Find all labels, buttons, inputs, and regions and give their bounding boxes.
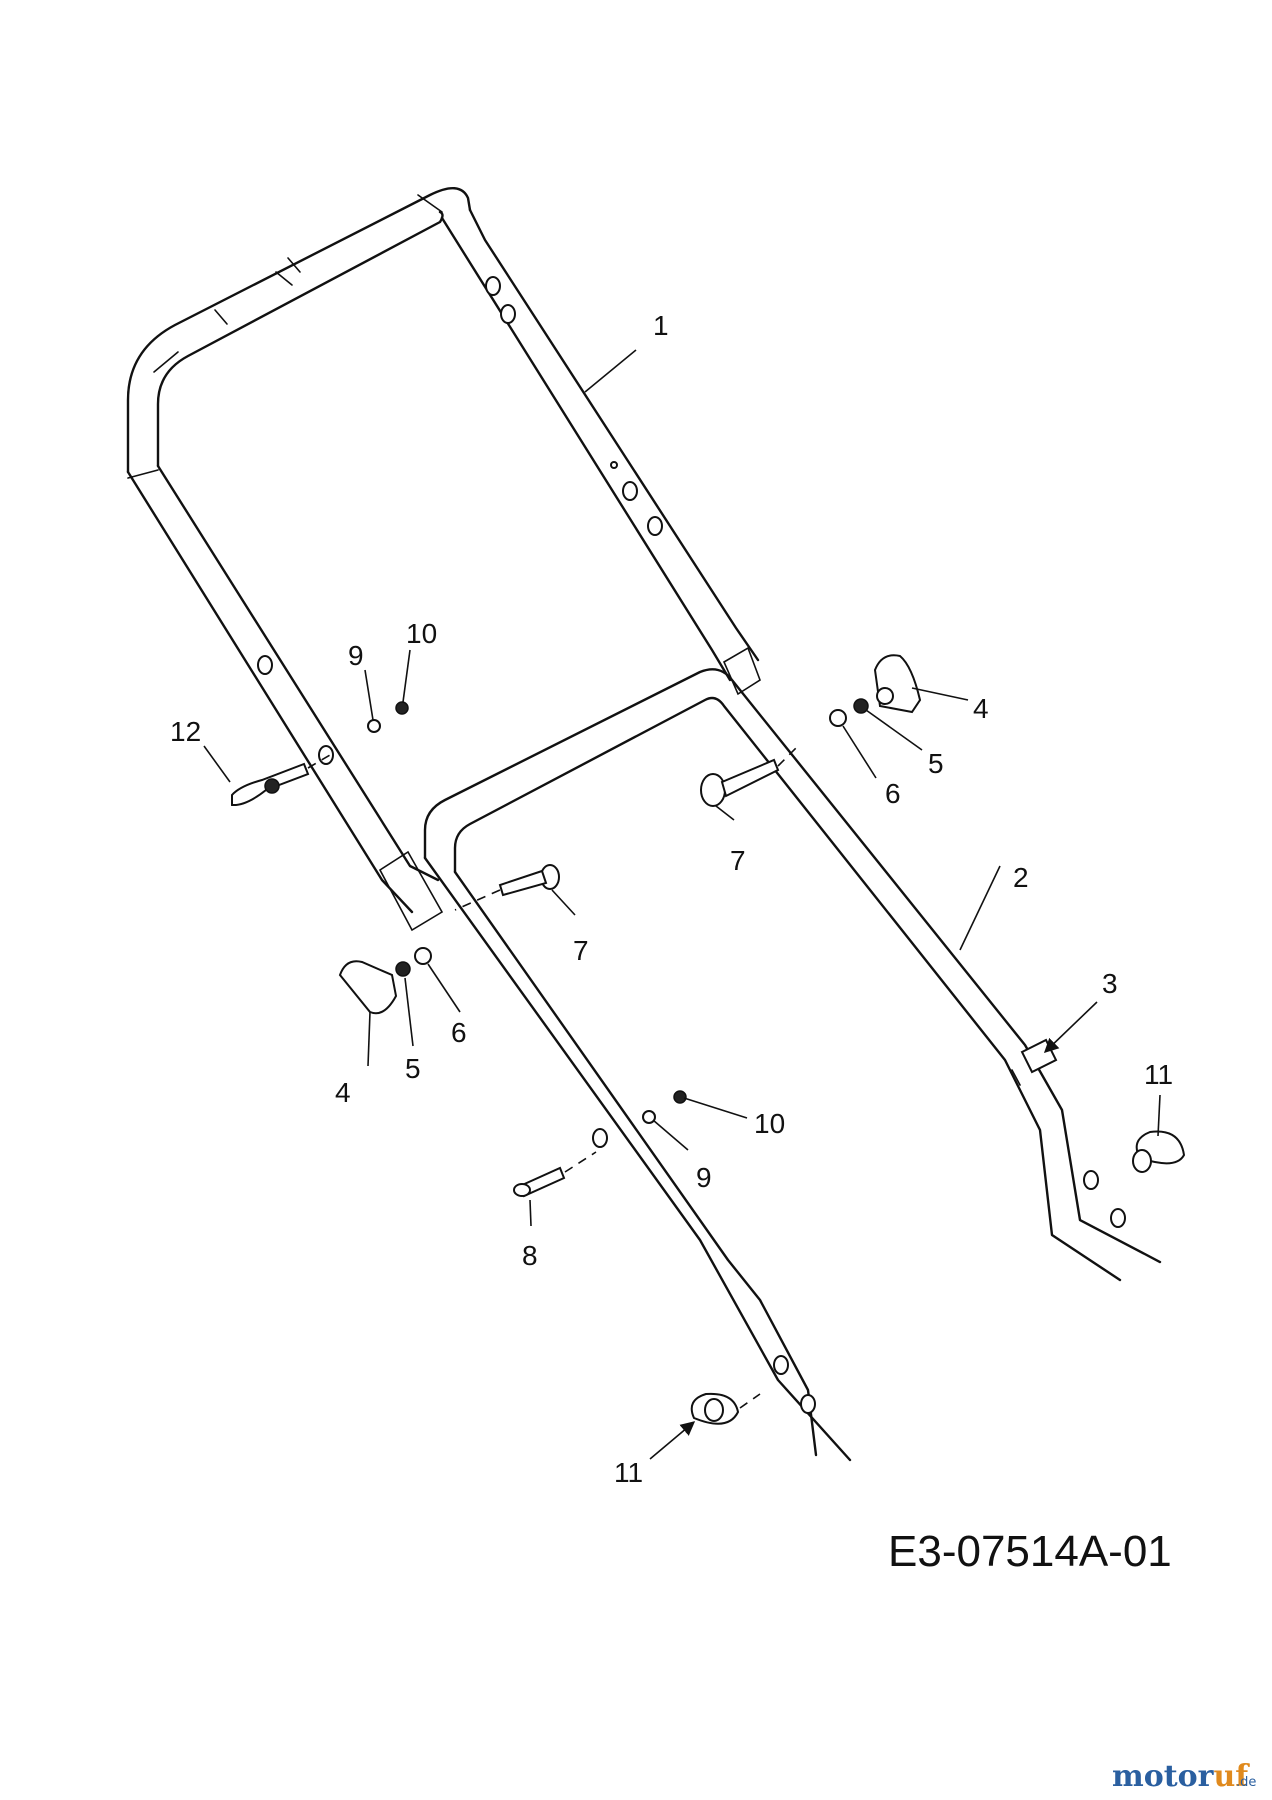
- callout-5-left: 5: [405, 1053, 421, 1084]
- pins: [690, 1130, 1186, 1425]
- callout-1: 1: [653, 310, 669, 341]
- upper-handle: [126, 187, 761, 932]
- callout-7-right: 7: [730, 845, 746, 876]
- callout-8: 8: [522, 1240, 538, 1271]
- assembly-lines: [307, 743, 801, 1409]
- drawing-code: E3-07514A-01: [888, 1527, 1172, 1576]
- callout-5-right: 5: [928, 748, 944, 779]
- callout-11-lower: 11: [614, 1457, 643, 1488]
- callout-6-left: 6: [451, 1017, 467, 1048]
- callout-6-right: 6: [885, 778, 901, 809]
- callout-3: 3: [1102, 968, 1118, 999]
- callout-10-lower: 10: [754, 1108, 785, 1139]
- knob-left: [338, 960, 398, 1015]
- callout-9-upper: 9: [348, 640, 364, 671]
- svg-text:.de: .de: [1236, 1775, 1256, 1790]
- callout-4-left: 4: [335, 1077, 351, 1108]
- callout-7-left: 7: [573, 935, 589, 966]
- callout-11-right: 11: [1144, 1059, 1173, 1090]
- lower-handle: [423, 668, 1162, 1462]
- callout-12: 12: [170, 716, 201, 747]
- svg-text:motoruf: motoruf: [1112, 1759, 1250, 1794]
- callout-9-lower: 9: [696, 1162, 712, 1193]
- callout-10-upper: 10: [406, 618, 437, 649]
- callout-2: 2: [1013, 862, 1029, 893]
- knob-right: [873, 654, 922, 714]
- watermark-logo: motoruf .de: [1112, 1759, 1256, 1794]
- bolts: [231, 758, 780, 1198]
- callout-4-right: 4: [973, 693, 989, 724]
- leader-lines: [203, 349, 1161, 1460]
- callout-labels: 1 2 3 4 4 5 5 6 6 7 7 8 9 9 10 10 11 11 …: [170, 310, 1173, 1488]
- washers: [367, 698, 869, 1124]
